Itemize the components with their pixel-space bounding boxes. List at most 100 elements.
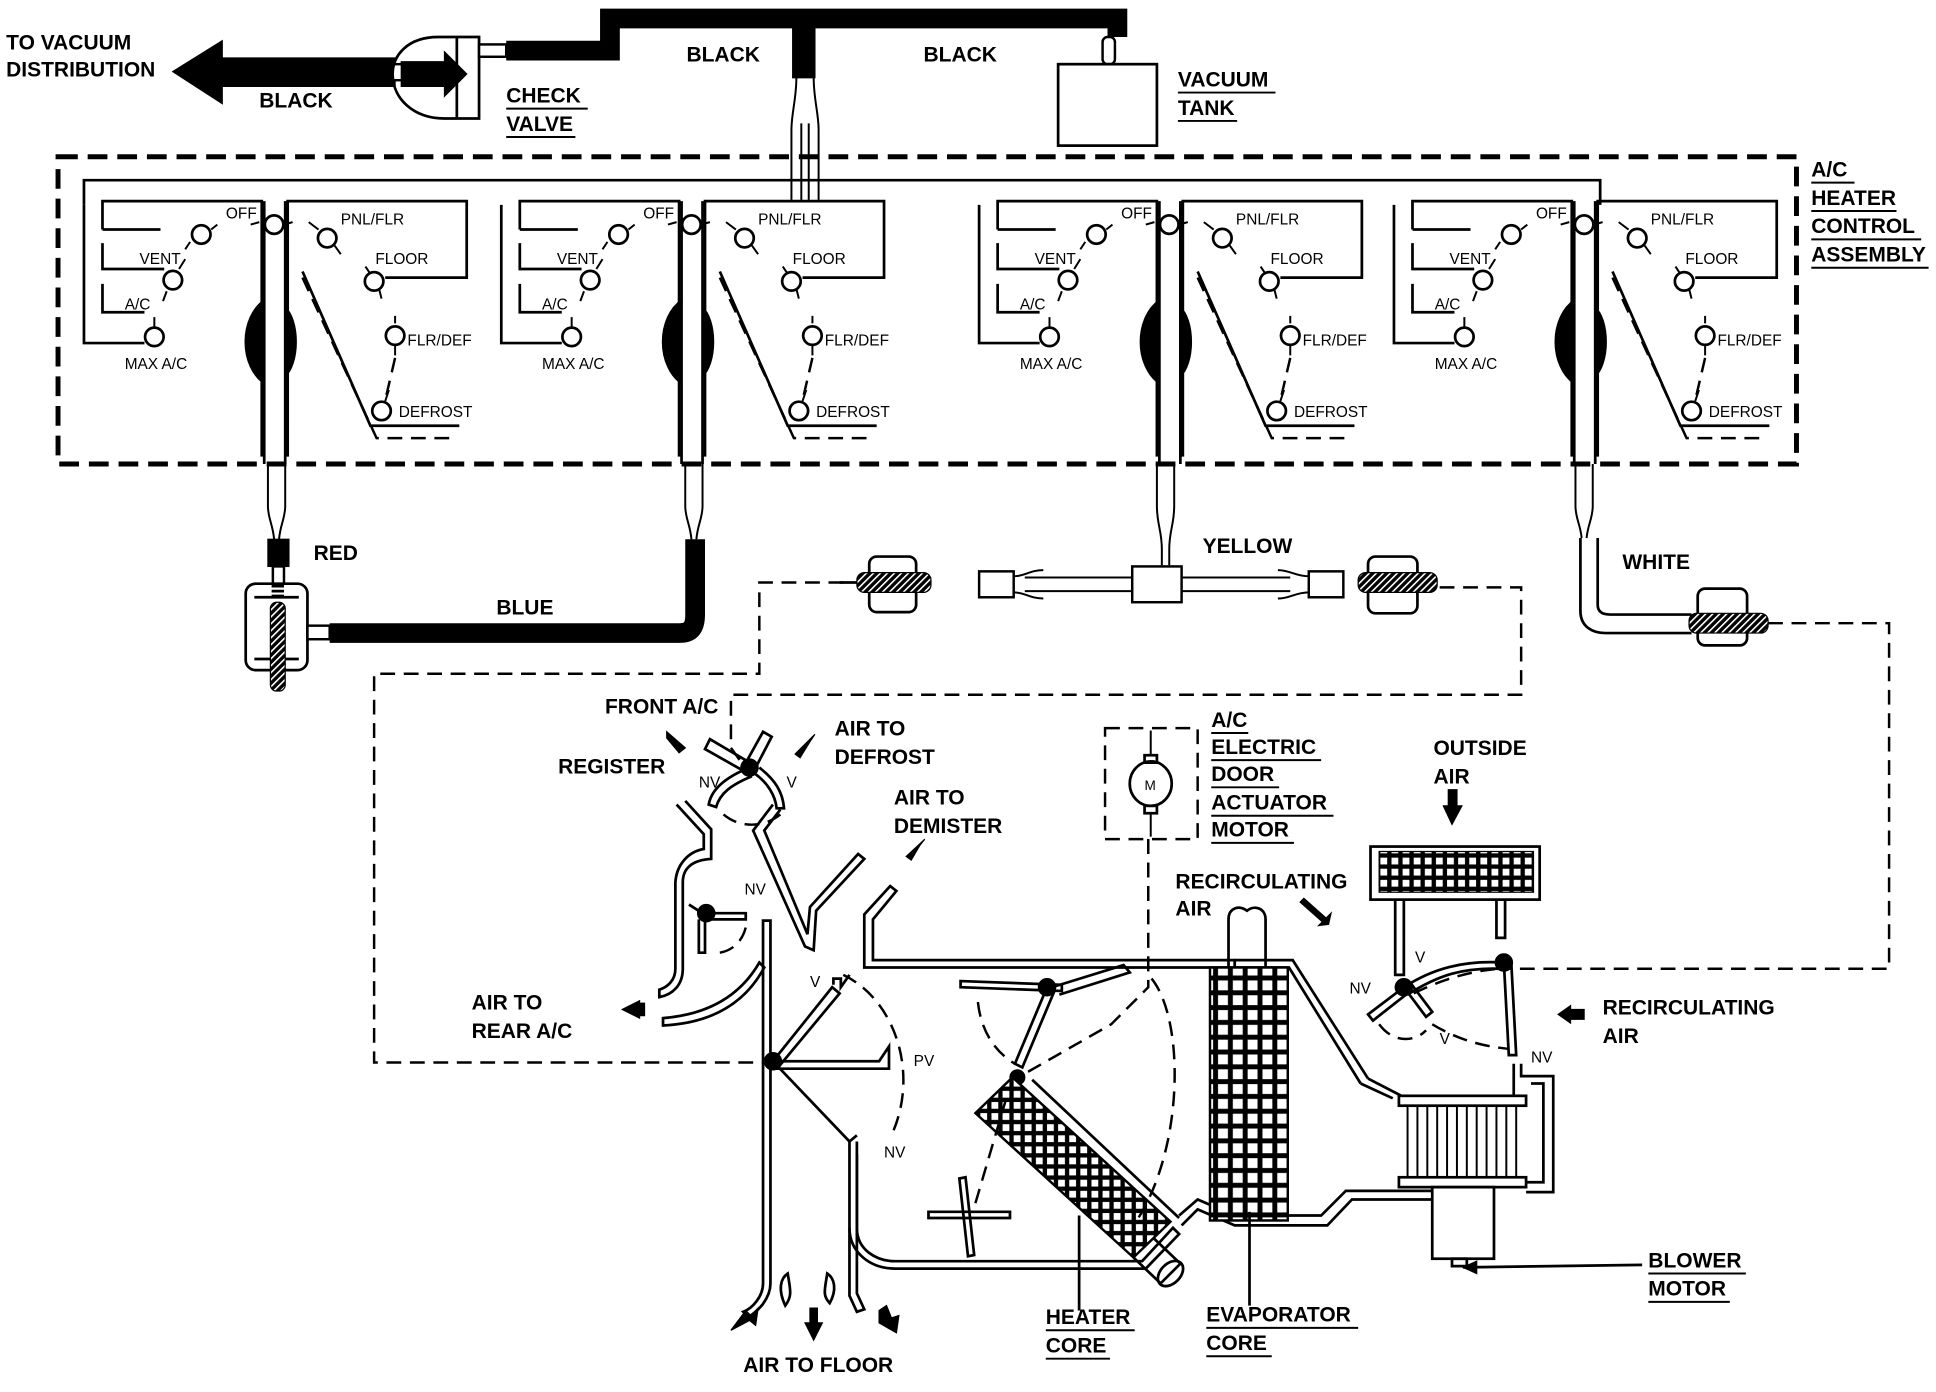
port-flr-def[interactable]	[384, 325, 406, 347]
label-floor: FLOOR	[1271, 251, 1324, 268]
label-pnl-flr: PNL/FLR	[1651, 212, 1714, 229]
vacuum-tank-label: VACUUM TANK	[1178, 68, 1274, 119]
outside-air-arrow-icon	[1442, 789, 1463, 826]
blower-motor	[1430, 1185, 1496, 1261]
label-off: OFF	[643, 205, 674, 222]
function-selector-ports	[703, 199, 886, 457]
recirculating-air-right-label: RECIRCULATING AIR	[1603, 996, 1781, 1047]
port-floor[interactable]	[1673, 270, 1695, 292]
port-flr-def[interactable]	[1279, 325, 1301, 347]
port-vent-off[interactable]	[1500, 223, 1522, 246]
port-vent-off[interactable]	[607, 223, 630, 246]
door-label-v: V	[1415, 950, 1426, 967]
label-vent: VENT	[1035, 251, 1077, 268]
port-off[interactable]	[263, 213, 285, 236]
vacuum-actuator-yellow-right	[1357, 555, 1438, 615]
outside-air-inlet	[1369, 845, 1542, 977]
port-pnl-flr[interactable]	[733, 227, 756, 249]
port-pnl-flr[interactable]	[1211, 227, 1233, 249]
port-flr-def[interactable]	[801, 325, 824, 347]
port-vent[interactable]	[1472, 269, 1494, 291]
air-to-floor-arrow-right-icon	[878, 1304, 900, 1334]
port-defrost[interactable]	[788, 400, 810, 422]
recirc-air-arrow-right-icon	[1557, 1004, 1585, 1025]
mode-selector-ports	[82, 199, 264, 457]
port-vent[interactable]	[162, 269, 184, 291]
door-label-nv: NV	[1350, 980, 1372, 997]
port-off[interactable]	[1573, 213, 1595, 236]
mode-selector-ports	[1392, 199, 1574, 457]
label-defrost: DEFROST	[1294, 404, 1368, 421]
label-off: OFF	[1121, 205, 1152, 222]
port-flr-def[interactable]	[1694, 325, 1716, 347]
blower-assembly	[1360, 1063, 1555, 1268]
door-label-pv: PV	[914, 1053, 935, 1070]
selector-knob-icon[interactable]	[1554, 298, 1575, 385]
door-label-v: V	[810, 974, 821, 991]
demister-arrow-icon	[905, 838, 926, 862]
port-pnl-flr[interactable]	[316, 227, 338, 249]
red-hose-label: RED	[314, 542, 358, 565]
port-vent-off[interactable]	[1085, 223, 1108, 246]
port-max-ac[interactable]	[561, 326, 583, 348]
label-vent: VENT	[557, 251, 599, 268]
label-flr-def: FLR/DEF	[825, 333, 889, 350]
heater-core	[973, 1075, 1185, 1288]
vacuum-actuator-white	[1688, 587, 1769, 647]
recirculating-air-top-label: RECIRCULATING AIR	[1175, 871, 1353, 921]
front-ac-label: FRONT A/C	[605, 695, 718, 718]
selector-knob-icon[interactable]	[244, 298, 265, 385]
door-label-nv: NV	[884, 1145, 906, 1162]
label-defrost: DEFROST	[1709, 404, 1783, 421]
yellow-hose-label: YELLOW	[1203, 535, 1293, 558]
label-vent: VENT	[1450, 251, 1492, 268]
function-selector-ports	[286, 199, 469, 457]
port-max-ac[interactable]	[1038, 326, 1061, 348]
port-max-ac[interactable]	[1453, 326, 1475, 348]
port-off[interactable]	[1158, 213, 1180, 236]
motor-symbol-label: M	[1145, 778, 1156, 793]
port-vent-off[interactable]	[190, 223, 212, 246]
yellow-tee	[1130, 565, 1183, 604]
port-vent[interactable]	[579, 269, 601, 291]
black-hose-label-left: BLACK	[259, 89, 332, 112]
label-ac: A/C	[542, 297, 568, 314]
door-label-nv: NV	[745, 882, 767, 899]
port-off[interactable]	[680, 213, 703, 236]
vacuum-actuator-red	[244, 582, 331, 692]
door-label-nv: NV	[1531, 1050, 1553, 1067]
door-label-nv: NV	[699, 774, 721, 791]
port-pnl-flr[interactable]	[1626, 227, 1648, 249]
port-vent[interactable]	[1057, 269, 1079, 291]
air-to-floor-arrow-down-icon	[804, 1307, 824, 1342]
to-vacuum-distribution-label: TO VACUUM DISTRIBUTION	[6, 31, 155, 81]
port-defrost[interactable]	[1680, 400, 1703, 422]
port-defrost[interactable]	[1266, 400, 1288, 422]
control-assembly-label: A/C HEATER CONTROL ASSEMBLY	[1811, 158, 1926, 266]
black-hose-label-mid: BLACK	[686, 44, 759, 67]
label-flr-def: FLR/DEF	[1717, 333, 1781, 350]
control-assembly: A/C HEATER CONTROL ASSEMBLY OFFVENTA/CMA…	[55, 154, 1929, 467]
port-defrost[interactable]	[370, 400, 393, 422]
label-off: OFF	[226, 205, 257, 222]
port-floor[interactable]	[1258, 270, 1280, 292]
door-label-v: V	[787, 774, 798, 791]
selector-knob-icon[interactable]	[1139, 298, 1160, 385]
blower-motor-label: BLOWER MOTOR	[1648, 1249, 1747, 1300]
label-floor: FLOOR	[793, 251, 846, 268]
port-floor[interactable]	[363, 270, 385, 292]
selector-knob-icon[interactable]	[661, 298, 683, 385]
label-off: OFF	[1536, 205, 1567, 222]
air-to-demister-label: AIR TO DEMISTER	[894, 787, 1002, 838]
recirc-air-arrow-top-icon	[1299, 897, 1333, 927]
port-max-ac[interactable]	[143, 326, 165, 348]
label-defrost: DEFROST	[816, 404, 890, 421]
air-to-rear-ac-label: AIR TO REAR A/C	[472, 991, 573, 1042]
port-floor[interactable]	[780, 270, 803, 292]
duct-system: M NV V NV V PV NV V NV V NV FRONT A/C RE…	[472, 695, 1781, 1377]
air-to-defrost-label: AIR TO DEFROST	[835, 717, 935, 768]
